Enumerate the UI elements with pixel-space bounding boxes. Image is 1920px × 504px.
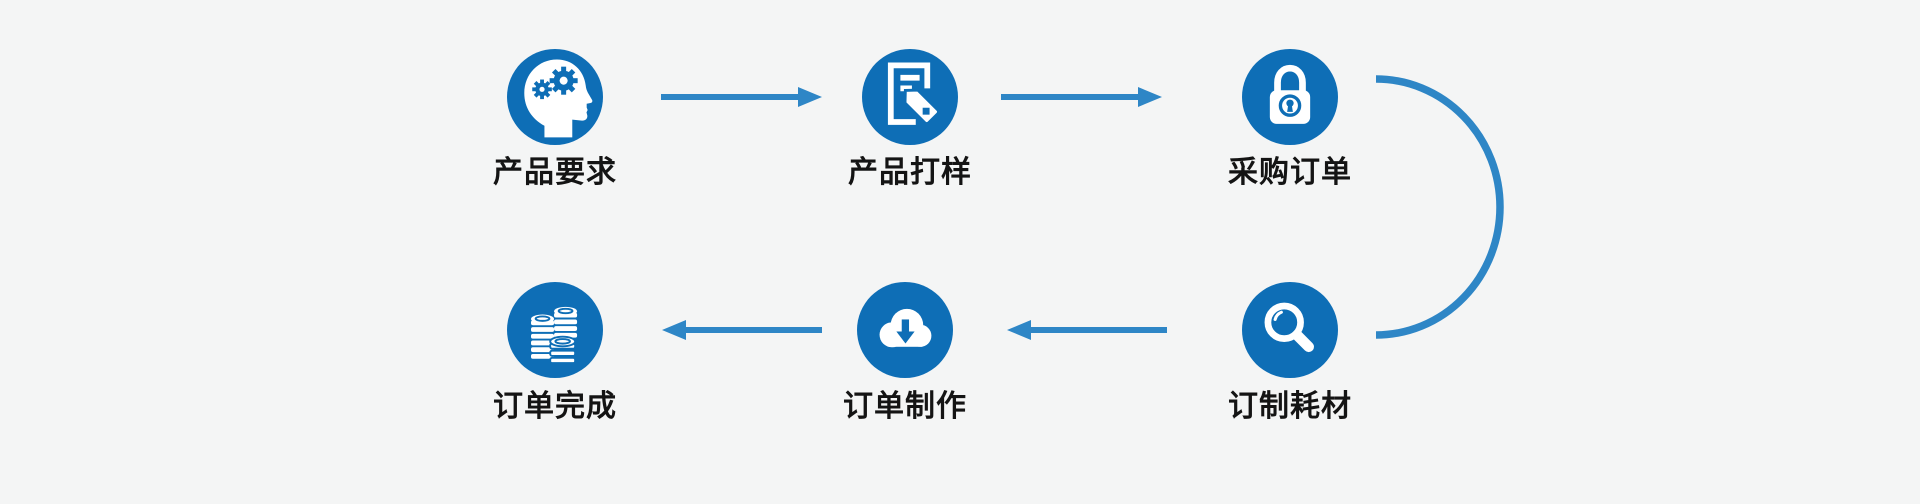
arrow-right-1 [661,87,822,107]
step-label: 订单制作 [843,390,967,423]
padlock-icon [1269,64,1311,124]
arrow-left-2 [662,320,822,340]
step-label: 订制耗材 [1228,390,1352,423]
step-label: 订单完成 [493,390,617,423]
arrow-right-2 [1001,87,1162,107]
step-circle [857,282,953,378]
head-with-gears-icon [524,59,593,138]
step-circle [1242,282,1338,378]
step-custom-consumables: 订制耗材 [1190,282,1390,422]
step-product-sampling: 产品打样 [810,49,1010,188]
document-with-tag-icon [887,62,940,125]
step-label: 采购订单 [1228,156,1352,189]
step-purchase-order: 采购订单 [1190,49,1390,188]
step-circle [507,282,603,378]
step-label: 产品打样 [848,156,972,189]
step-label: 产品要求 [493,156,617,189]
curve-connector [1375,75,1504,339]
step-circle [1242,49,1338,145]
step-product-requirements: 产品要求 [455,49,655,188]
step-circle [507,49,603,145]
step-order-complete: 订单完成 [455,282,655,422]
arrow-left-1 [1007,320,1167,340]
magnifier-icon [1264,302,1314,353]
step-circle [862,49,958,145]
coin-stacks-icon [531,306,578,365]
cloud-download-icon [879,308,932,348]
step-order-production: 订单制作 [805,282,1005,422]
